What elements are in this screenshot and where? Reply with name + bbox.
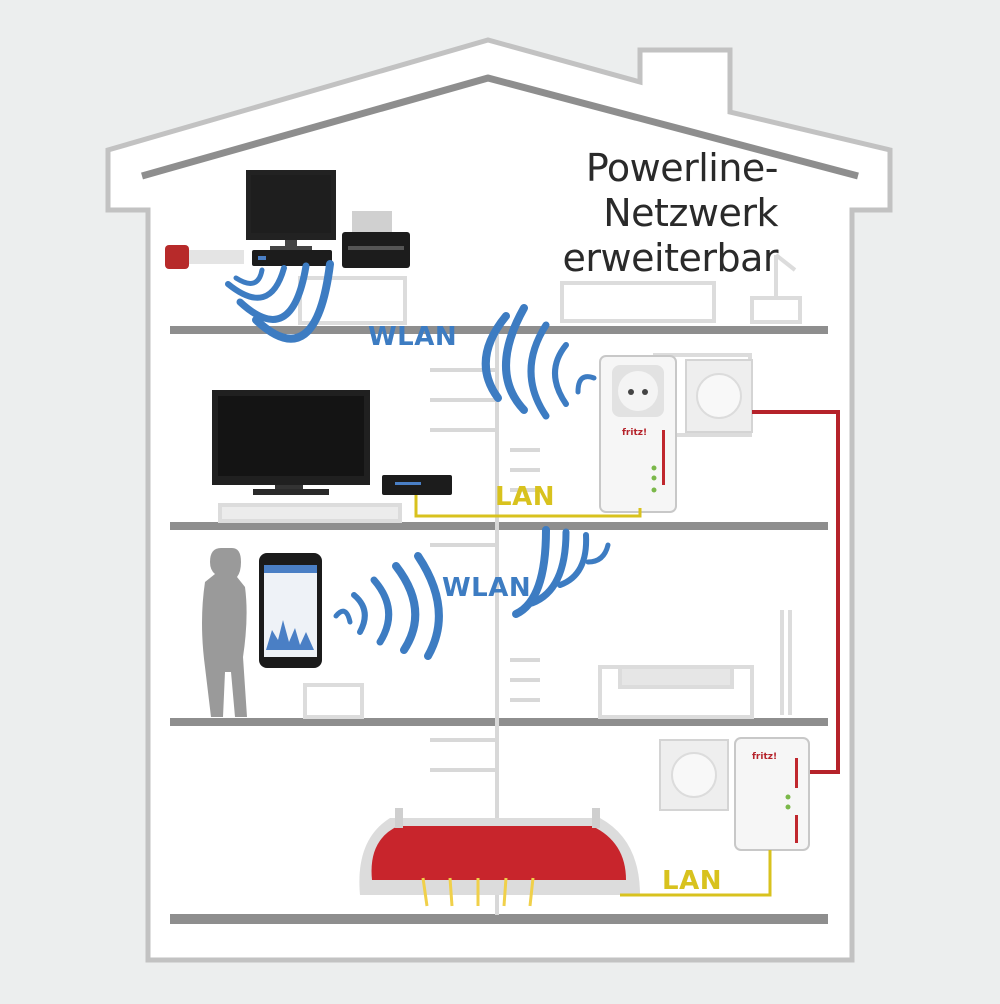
- powerline-adapter-bottom: [734, 737, 810, 851]
- set-top-box: [382, 475, 452, 495]
- powerline-cable: [752, 410, 840, 774]
- desktop-monitor: [246, 170, 336, 266]
- furniture-faint: [218, 253, 802, 719]
- adapter-brand-top: fritz!: [622, 428, 648, 438]
- lan-label-bottom: LAN: [662, 866, 722, 896]
- wlan-waves-middle: [512, 526, 611, 618]
- router: [359, 808, 640, 907]
- title-line-2: Netzwerk: [603, 191, 778, 235]
- wlan-label-top: WLAN: [368, 322, 458, 352]
- wlan-waves-adapter: [481, 304, 597, 420]
- title-line-3: erweiterbar: [562, 236, 779, 280]
- wlan-label-middle: WLAN: [442, 573, 532, 603]
- powerline-adapter-top: [599, 355, 677, 513]
- person-silhouette: [202, 548, 247, 717]
- roof-line: [141, 74, 859, 180]
- diagram-title: Powerline- Netzwerk erweiterbar: [518, 146, 779, 281]
- smartphone: [259, 553, 322, 668]
- printer: [342, 211, 410, 268]
- wlan-waves-phone: [333, 552, 443, 660]
- usb-stick: [165, 245, 244, 269]
- title-line-1: Powerline-: [585, 146, 779, 190]
- lan-label-middle: LAN: [495, 482, 555, 512]
- wall-socket-top: [685, 359, 753, 433]
- floor-ground: [170, 914, 828, 924]
- wall-socket-bottom: [659, 739, 729, 811]
- wlan-waves-attic: [225, 260, 334, 343]
- lan-cable-bottom: [620, 850, 772, 897]
- lan-cable-mid: [414, 495, 642, 518]
- television: [212, 390, 370, 495]
- adapter-brand-bottom: fritz!: [752, 752, 778, 762]
- staircase: [430, 330, 540, 915]
